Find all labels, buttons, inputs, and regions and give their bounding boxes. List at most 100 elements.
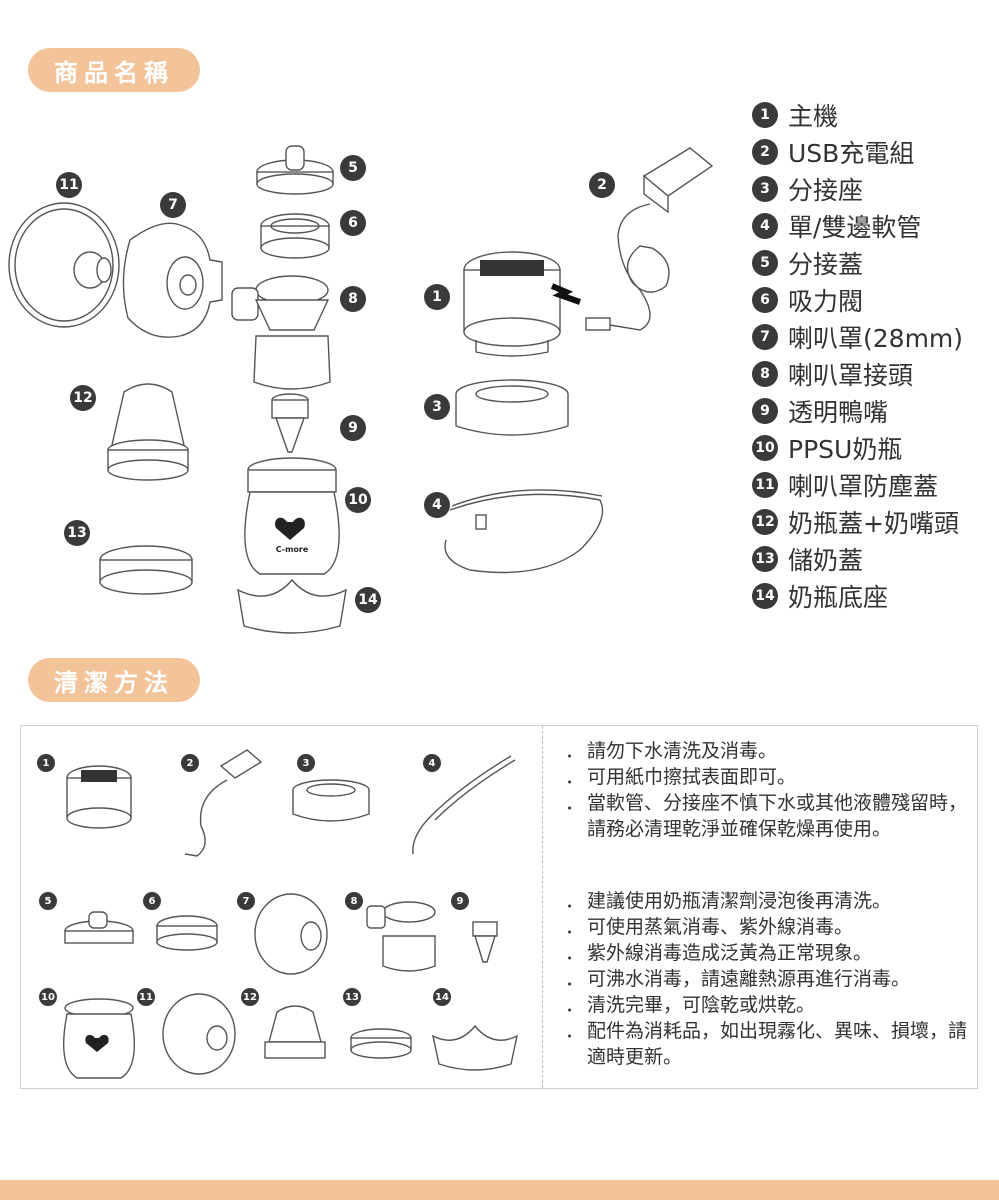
cleaning-notes-group-1: 請勿下水清洗及消毒。 可用紙巾擦拭表面即可。 當軟管、分接座不慎下水或其他液體殘…	[565, 738, 975, 842]
ppsu-bottle-illustration: C-more	[244, 457, 340, 575]
clean-badge-11: 11	[137, 988, 155, 1006]
badge-6: 6	[340, 210, 366, 236]
legend-label: 分接座	[788, 175, 864, 205]
legend-badge: 11	[752, 471, 778, 498]
tubing-illustration	[444, 489, 604, 574]
badge-5: 5	[340, 155, 366, 181]
legend-badge: 4	[752, 212, 778, 239]
plug-in-arrow	[550, 283, 581, 305]
legend-badge: 7	[752, 323, 778, 350]
legend-label: 單/雙邊軟管	[788, 212, 922, 242]
flange-28mm-illustration	[122, 222, 223, 338]
clean-badge-13: 13	[343, 988, 361, 1006]
badge-4: 4	[424, 492, 450, 518]
cleaning-note: 紫外線消毒造成泛黃為正常現象。	[565, 940, 975, 966]
legend-item: 4 單/雙邊軟管	[752, 207, 992, 244]
duckbill-valve-illustration	[271, 393, 309, 453]
clean-dust-cover	[162, 993, 236, 1075]
clean-flange	[254, 893, 328, 975]
clean-usb-charger	[184, 749, 263, 857]
badge-1: 1	[424, 284, 450, 310]
clean-badge-1: 1	[37, 754, 55, 772]
clean-badge-7: 7	[237, 892, 255, 910]
legend-item: 10 PPSU奶瓶	[752, 429, 992, 466]
badge-3: 3	[424, 394, 450, 420]
clean-valve	[156, 915, 218, 951]
badge-10: 10	[345, 487, 371, 513]
legend-label: 奶瓶底座	[788, 582, 889, 612]
legend-badge: 9	[752, 397, 778, 424]
legend-badge: 6	[752, 286, 778, 313]
legend-badge: 13	[752, 545, 778, 572]
cleaning-note: 建議使用奶瓶清潔劑浸泡後再清洗。	[565, 888, 975, 914]
clean-badge-8: 8	[345, 892, 363, 910]
clean-badge-5: 5	[39, 892, 57, 910]
clean-badge-12: 12	[241, 988, 259, 1006]
badge-13: 13	[64, 520, 90, 546]
flange-connector-illustration	[231, 275, 331, 390]
cleaning-note: 清洗完畢，可陰乾或烘乾。	[565, 992, 975, 1018]
legend-item: 11 喇叭罩防塵蓋	[752, 466, 992, 503]
cleaning-parts-illustration	[62, 749, 518, 1079]
bottle-brand-text: C-more	[276, 545, 309, 554]
clean-cap	[64, 911, 134, 944]
legend-label: PPSU奶瓶	[788, 434, 903, 464]
badge-12: 12	[70, 385, 96, 411]
storage-lid-illustration	[99, 545, 193, 595]
legend-item: 3 分接座	[752, 170, 992, 207]
legend-label: 透明鴨嘴	[788, 397, 889, 427]
product-section-title: 商品名稱	[28, 48, 200, 92]
main-unit-illustration	[463, 251, 561, 357]
footer-accent-bar	[0, 1180, 999, 1200]
cleaning-note: 可使用蒸氣消毒、紫外線消毒。	[565, 914, 975, 940]
cleaning-section-title: 清潔方法	[28, 658, 200, 702]
clean-bottle	[62, 998, 136, 1079]
badge-7: 7	[160, 192, 186, 218]
legend-item: 9 透明鴨嘴	[752, 392, 992, 429]
legend-label: 主機	[788, 101, 839, 131]
cleaning-note: 請勿下水清洗及消毒。	[565, 738, 975, 764]
legend-label: USB充電組	[788, 138, 915, 168]
flange-dust-cover-illustration	[8, 202, 120, 328]
bottle-base-illustration	[237, 578, 347, 634]
clean-badge-10: 10	[39, 988, 57, 1006]
clean-flange-connector	[366, 901, 436, 972]
legend-item: 2 USB充電組	[752, 133, 992, 170]
legend-item: 7 喇叭罩(28mm)	[752, 318, 992, 355]
legend-item: 8 喇叭罩接頭	[752, 355, 992, 392]
clean-badge-9: 9	[451, 892, 469, 910]
badge-8: 8	[340, 286, 366, 312]
legend-label: 喇叭罩(28mm)	[788, 323, 964, 353]
legend-label: 奶瓶蓋+奶嘴頭	[788, 508, 959, 538]
legend-badge: 14	[752, 582, 778, 609]
parts-illustration: C-more	[8, 145, 714, 634]
connector-base-illustration	[455, 379, 569, 436]
clean-badge-6: 6	[143, 892, 161, 910]
cleaning-notes-group-2: 建議使用奶瓶清潔劑浸泡後再清洗。 可使用蒸氣消毒、紫外線消毒。 紫外線消毒造成泛…	[565, 888, 975, 1070]
cleaning-note: 配件為消耗品，如出現霧化、異味、損壞，請適時更新。	[565, 1018, 975, 1070]
clean-duckbill	[472, 921, 498, 963]
clean-badge-3: 3	[297, 754, 315, 772]
legend-label: 喇叭罩接頭	[788, 360, 914, 390]
badge-2: 2	[589, 172, 615, 198]
legend-badge: 2	[752, 138, 778, 165]
legend-label: 喇叭罩防塵蓋	[788, 471, 939, 501]
clean-badge-2: 2	[181, 754, 199, 772]
cleaning-divider	[542, 726, 543, 1088]
legend-badge: 10	[752, 434, 778, 461]
cleaning-note: 當軟管、分接座不慎下水或其他液體殘留時，請務必清理乾淨並確保乾燥再使用。	[565, 790, 975, 842]
legend-item: 6 吸力閥	[752, 281, 992, 318]
suction-valve-illustration	[260, 213, 330, 259]
legend-label: 吸力閥	[788, 286, 864, 316]
connector-cap-illustration	[256, 145, 334, 195]
clean-badge-14: 14	[433, 988, 451, 1006]
badge-11: 11	[56, 172, 82, 198]
cleaning-instructions-box: 1 2 3 4 5 6 7 8 9 10 11 12 13 14 請勿下水清洗及…	[20, 725, 978, 1089]
usb-charger-illustration	[585, 147, 714, 331]
legend-badge: 3	[752, 175, 778, 202]
legend-badge: 8	[752, 360, 778, 387]
